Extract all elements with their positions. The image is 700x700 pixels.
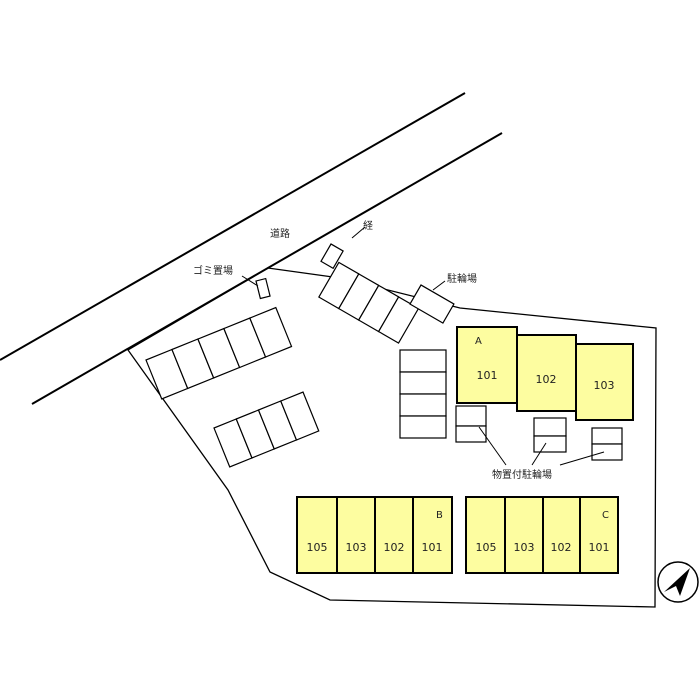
road-edge-north	[0, 92, 466, 361]
building-a-unit-103	[575, 343, 634, 421]
storage-bike-parking	[455, 405, 623, 466]
parking-column-middle	[399, 349, 447, 439]
building-c-unit-103-number: 103	[514, 541, 535, 554]
building-a-name: A	[475, 336, 482, 347]
building-a-unit-103-number: 103	[594, 379, 615, 392]
building-c-unit-101-number: 101	[589, 541, 610, 554]
storage-box	[533, 417, 567, 437]
building-a: A 101 102 103	[456, 326, 634, 421]
road-label: 道路	[270, 227, 290, 240]
parking-row-top-center	[318, 243, 420, 344]
storage-leader	[559, 451, 605, 466]
parking-space	[399, 415, 447, 439]
bike-parking-area	[409, 284, 455, 324]
bike-parking-label: 駐輪場	[447, 272, 477, 285]
building-b-unit-102-number: 102	[384, 541, 405, 554]
garbage-box	[255, 277, 271, 300]
storage-box	[533, 435, 567, 453]
parking-space	[279, 391, 320, 441]
storage-box	[455, 425, 487, 443]
parking-row-left-upper	[145, 306, 293, 400]
parking-space	[249, 306, 293, 358]
storage-box	[455, 405, 487, 427]
storage-box	[591, 427, 623, 445]
garbage-label: ゴミ置場	[193, 264, 233, 277]
building-b-unit-105-number: 105	[307, 541, 328, 554]
building-c-unit-102-number: 102	[551, 541, 572, 554]
storage-leader	[478, 426, 507, 466]
building-c: C 105 103 102 101	[465, 496, 619, 574]
storage-leader	[531, 442, 547, 466]
building-a-unit-102	[516, 334, 577, 412]
garbage-leader	[241, 275, 259, 287]
parking-space	[399, 371, 447, 395]
storage-bike-parking-label: 物置付駐輪場	[492, 468, 552, 481]
bike-parking-leader	[432, 280, 446, 291]
parking-row-left-lower	[213, 391, 320, 468]
garbage-station: ゴミ置場	[193, 264, 271, 300]
site-boundary	[127, 267, 657, 608]
building-c-unit-105-number: 105	[476, 541, 497, 554]
parking-space	[377, 296, 420, 344]
building-b-unit-101-number: 101	[422, 541, 443, 554]
parking-space	[399, 393, 447, 417]
building-c-name: C	[602, 510, 609, 521]
path-label: 経	[363, 219, 373, 232]
building-a-unit-102-number: 102	[536, 373, 557, 386]
building-a-unit-101-number: 101	[477, 369, 498, 382]
building-b-name: B	[436, 510, 443, 521]
storage-box	[591, 443, 623, 461]
bike-parking: 駐輪場	[409, 272, 477, 324]
parking-space-small	[320, 243, 344, 270]
building-a-unit-101	[456, 326, 518, 404]
building-b: B 105 103 102 101	[296, 496, 453, 574]
north-arrow-icon	[657, 561, 699, 603]
path-leader	[351, 226, 366, 239]
building-b-unit-103-number: 103	[346, 541, 367, 554]
parking-space	[399, 349, 447, 373]
